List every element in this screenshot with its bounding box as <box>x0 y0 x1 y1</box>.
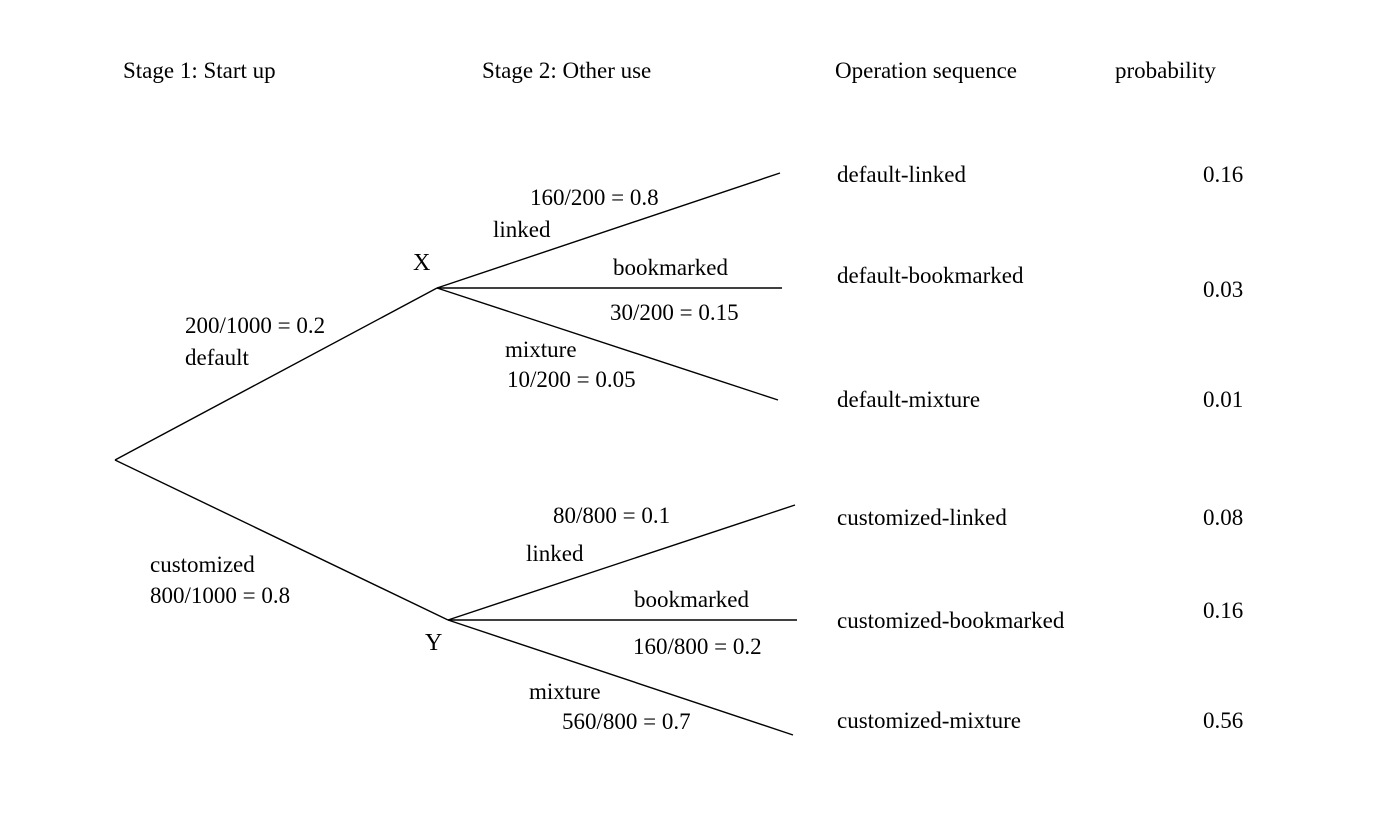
x-linked-label: linked <box>493 217 551 242</box>
y-mixture-label: mixture <box>529 679 601 704</box>
branch-default-fraction: 200/1000 = 0.2 <box>185 313 326 338</box>
node-x-label: X <box>413 250 431 276</box>
outcome-probability: 0.56 <box>1203 708 1244 733</box>
header-operation-sequence: Operation sequence <box>835 58 1018 83</box>
node-y-label: Y <box>425 630 443 656</box>
outcome-sequence: default-mixture <box>837 387 981 412</box>
branch-x-linked <box>436 172 781 289</box>
outcome-probability: 0.08 <box>1203 505 1244 530</box>
branch-y-linked <box>447 504 796 621</box>
branch-root-to-y <box>114 459 449 621</box>
branch-customized-fraction: 800/1000 = 0.8 <box>150 583 291 608</box>
branch-default-label: default <box>185 345 249 370</box>
outcome-sequence: customized-linked <box>837 505 1007 530</box>
branch-customized-label: customized <box>150 552 255 577</box>
y-linked-fraction: 80/800 = 0.1 <box>553 503 671 528</box>
x-bookmarked-label: bookmarked <box>613 255 728 280</box>
x-mixture-label: mixture <box>505 337 577 362</box>
header-stage1: Stage 1: Start up <box>123 58 276 83</box>
branch-x-mixture <box>436 287 779 401</box>
outcome-sequence: default-bookmarked <box>837 263 1024 288</box>
branch-root-to-x <box>114 287 438 461</box>
y-linked-label: linked <box>526 541 584 566</box>
header-probability: probability <box>1115 58 1216 83</box>
outcome-sequence: customized-bookmarked <box>837 608 1065 633</box>
y-mixture-fraction: 560/800 = 0.7 <box>562 709 691 734</box>
branch-y-mixture <box>447 619 794 736</box>
outcome-sequence: customized-mixture <box>837 708 1021 733</box>
x-mixture-fraction: 10/200 = 0.05 <box>507 367 636 392</box>
outcome-sequence: default-linked <box>837 162 967 187</box>
outcome-probability: 0.03 <box>1203 277 1244 302</box>
x-bookmarked-fraction: 30/200 = 0.15 <box>610 300 739 325</box>
outcome-probability: 0.01 <box>1203 387 1244 412</box>
header-stage2: Stage 2: Other use <box>482 58 652 83</box>
y-bookmarked-label: bookmarked <box>634 587 749 612</box>
y-bookmarked-fraction: 160/800 = 0.2 <box>633 634 762 659</box>
outcome-probability: 0.16 <box>1203 162 1244 187</box>
x-linked-fraction: 160/200 = 0.8 <box>530 185 659 210</box>
outcome-probability: 0.16 <box>1203 598 1244 623</box>
